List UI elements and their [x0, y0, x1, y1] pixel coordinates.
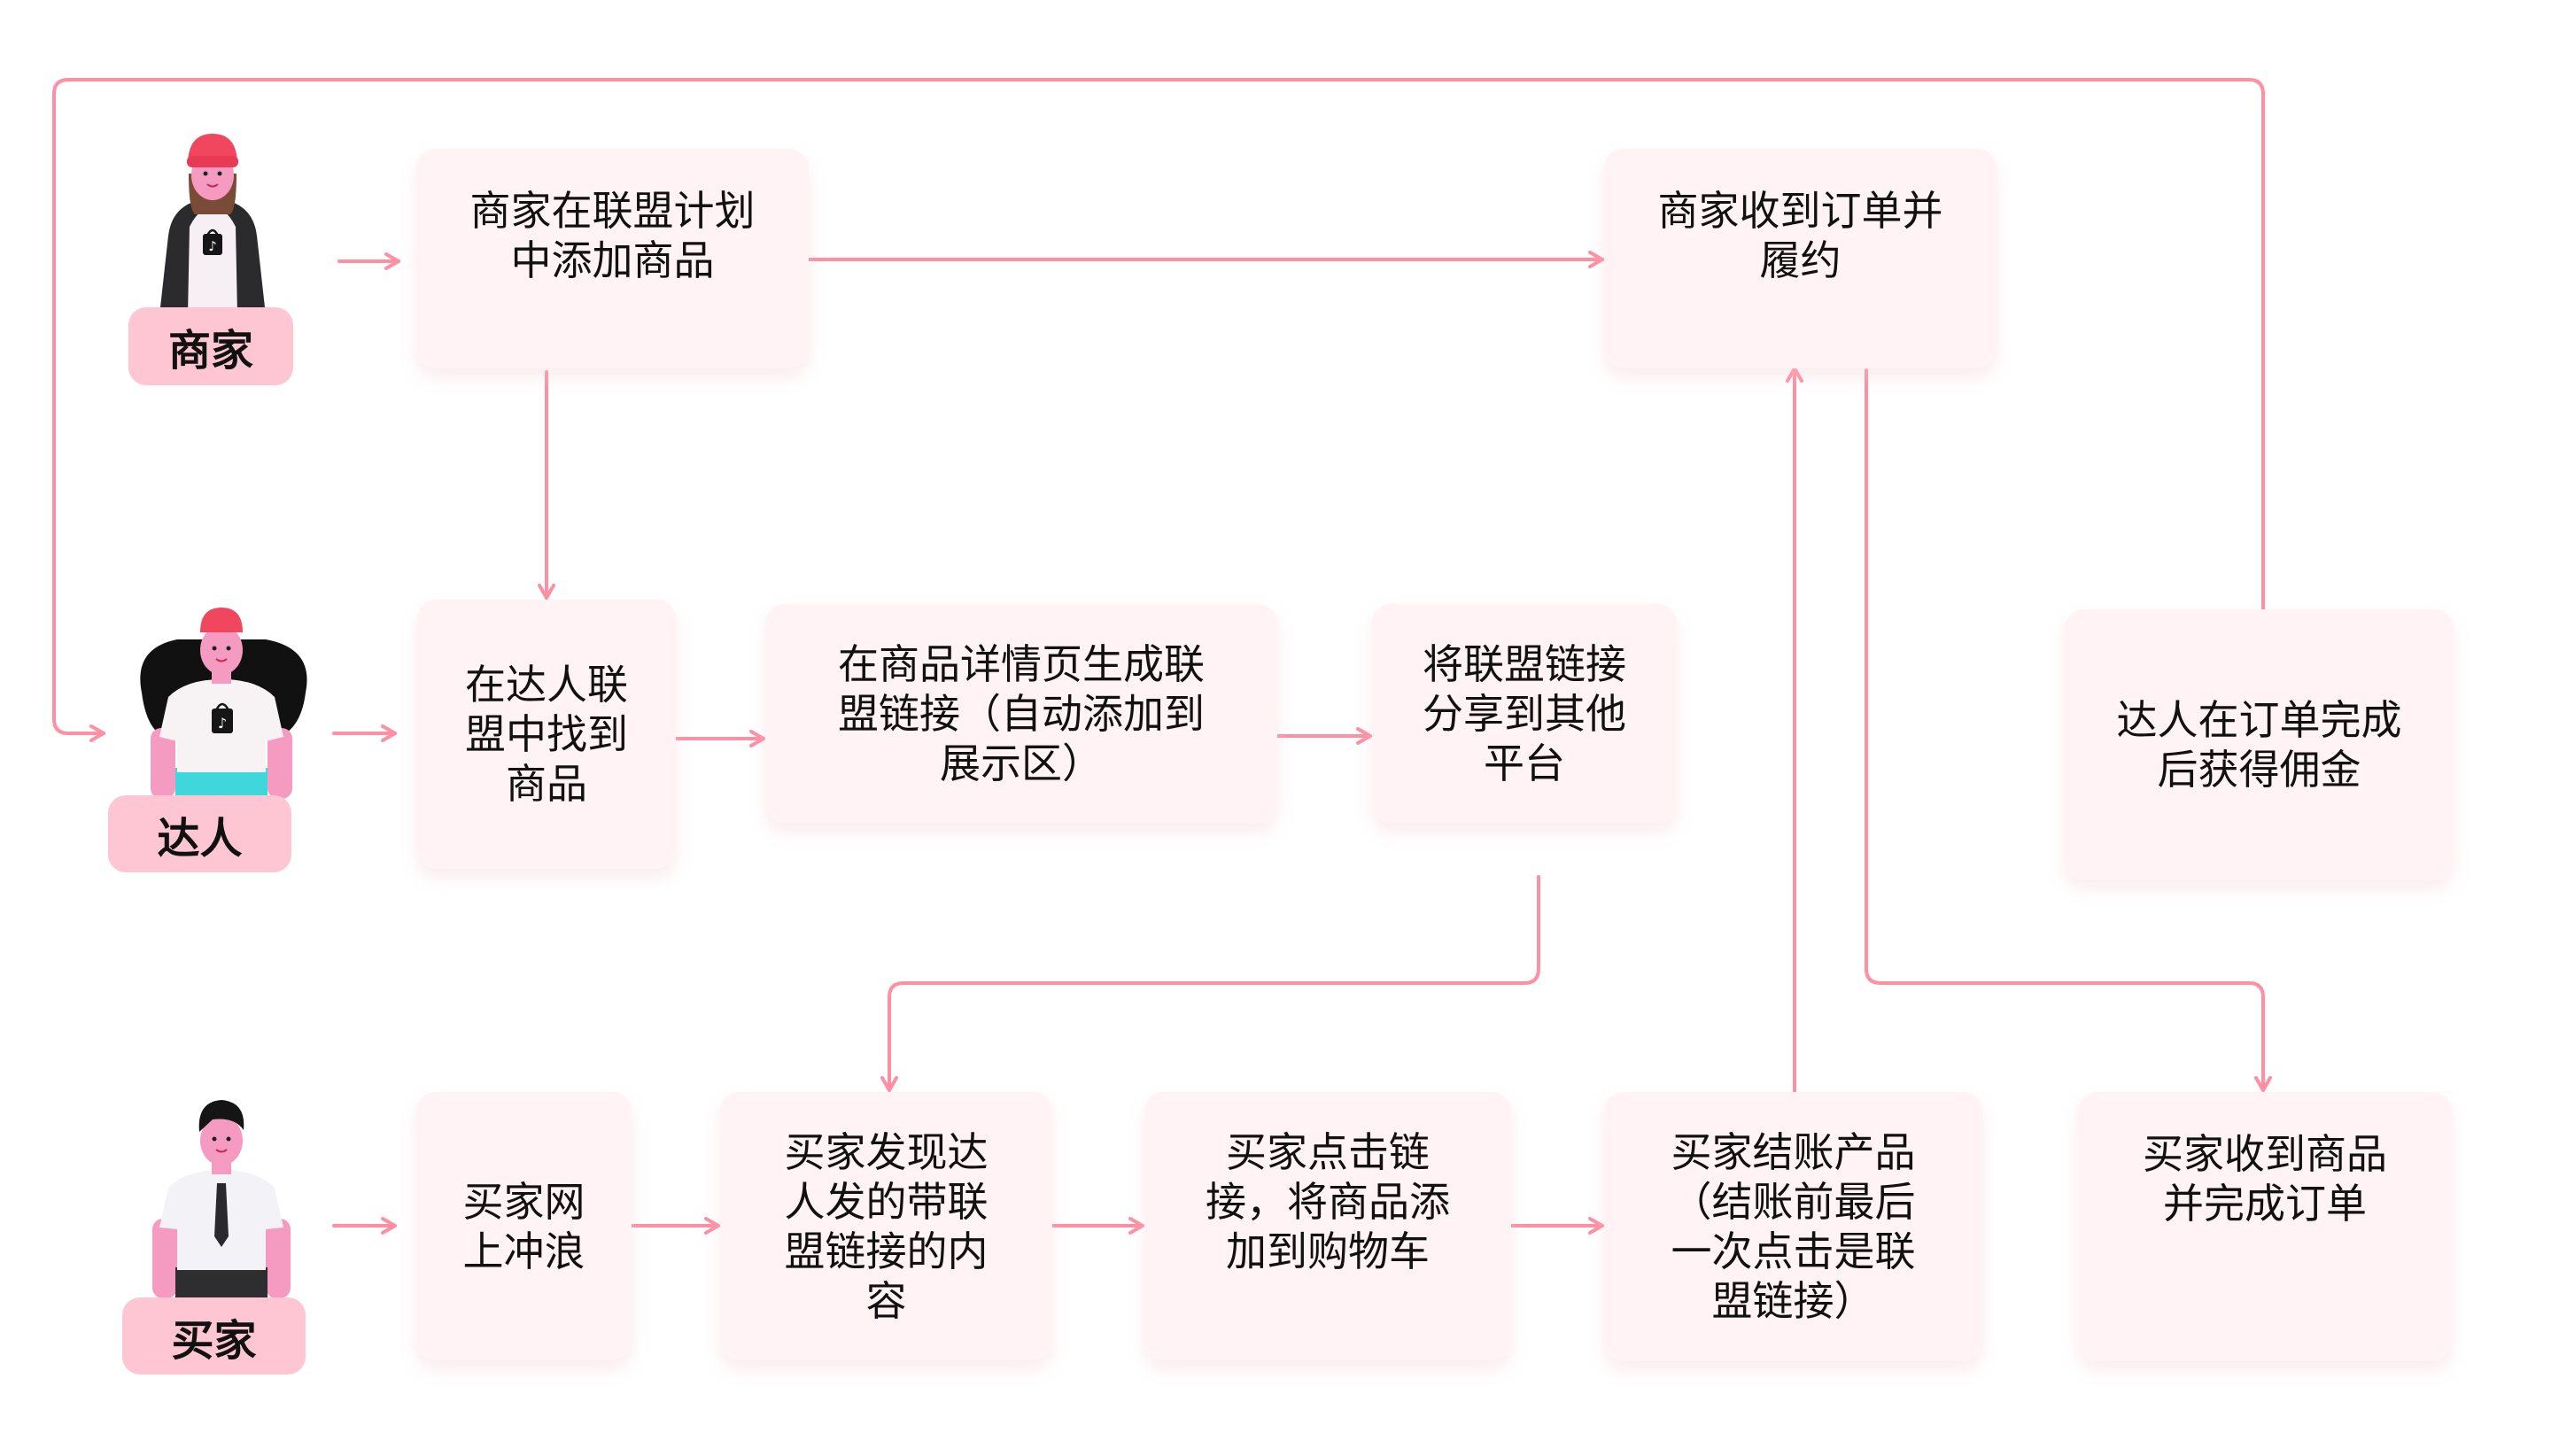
- step-text: 买家点击链 接，将商品添 加到购物车: [1206, 1127, 1450, 1275]
- step-text: 商家在联盟计划 中添加商品: [469, 187, 756, 284]
- step-buyer-click-link: 买家点击链 接，将商品添 加到购物车: [1144, 1092, 1511, 1360]
- svg-text:♪: ♪: [208, 238, 217, 254]
- creator-avatar-icon: ♪: [140, 608, 307, 799]
- step-creator-find-product: 在达人联 盟中找到 商品: [417, 600, 676, 869]
- step-text: 商家收到订单并 履约: [1657, 187, 1943, 284]
- merchant-avatar-icon: ♪: [159, 134, 266, 315]
- step-text: 将联盟链接 分享到其他 平台: [1423, 640, 1626, 787]
- step-text: 买家网 上冲浪: [462, 1177, 585, 1275]
- step-creator-commission: 达人在订单完成 后获得佣金: [2065, 609, 2454, 880]
- step-buyer-browse: 买家网 上冲浪: [416, 1092, 632, 1360]
- connector-commission-to-creator: [52, 78, 2265, 742]
- step-text: 在达人联 盟中找到 商品: [465, 661, 628, 808]
- step-buyer-receive: 买家收到商品 并完成订单: [2078, 1092, 2452, 1361]
- buyer-avatar-icon: [152, 1100, 291, 1298]
- buyer-avatar: [133, 1095, 310, 1298]
- step-creator-generate-link: 在商品详情页生成联 盟链接（自动添加到 展示区）: [765, 604, 1277, 824]
- step-text: 在商品详情页生成联 盟链接（自动添加到 展示区）: [838, 640, 1205, 787]
- step-text: 买家结账产品 （结账前最后 一次点击是联 盟链接）: [1671, 1128, 1916, 1325]
- creator-avatar: ♪: [124, 595, 319, 799]
- connector-fulfill-to-receive: [1865, 368, 2272, 1092]
- step-buyer-discover: 买家发现达 人发的带联 盟链接的内 容: [720, 1092, 1052, 1360]
- connector-share-to-discover: [880, 875, 1540, 1092]
- merchant-avatar: ♪: [133, 129, 292, 315]
- step-text: 达人在订单完成 后获得佣金: [2116, 696, 2402, 794]
- step-merchant-add-product: 商家在联盟计划 中添加商品: [416, 149, 809, 368]
- step-text: 买家发现达 人发的带联 盟链接的内 容: [784, 1127, 989, 1325]
- merchant-role-label: 商家: [128, 307, 293, 385]
- svg-text:♪: ♪: [218, 715, 227, 732]
- buyer-role-label: 买家: [122, 1297, 306, 1375]
- step-text: 买家收到商品 并完成订单: [2143, 1130, 2387, 1228]
- step-creator-share-link: 将联盟链接 分享到其他 平台: [1372, 604, 1677, 824]
- creator-role-label: 达人: [108, 795, 291, 872]
- step-buyer-checkout: 买家结账产品 （结账前最后 一次点击是联 盟链接）: [1604, 1092, 1982, 1361]
- step-merchant-fulfill: 商家收到订单并 履约: [1604, 149, 1997, 368]
